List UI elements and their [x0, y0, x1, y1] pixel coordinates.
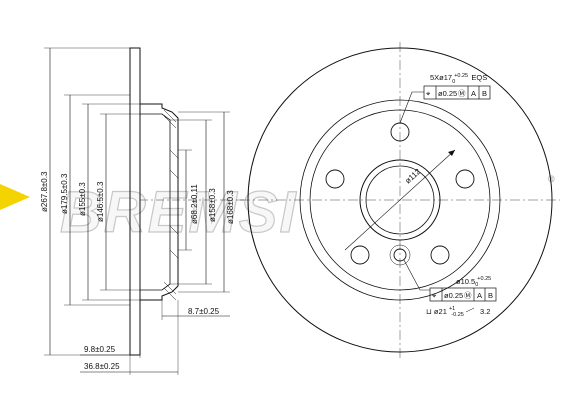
dim-diameter-146: ø146.5±0.3: [96, 181, 105, 222]
position-icon: ⌖: [432, 291, 437, 300]
side-view: [44, 47, 246, 375]
bolt-hole-icon: [350, 245, 370, 265]
bolt-holes: [325, 122, 475, 265]
bolt-hole-icon: [430, 245, 450, 265]
counterbore-note: ⊔ ø21 +1 -0.25 3.2: [426, 303, 490, 318]
dim-outer-diameter: ø267.8±0.3: [40, 171, 49, 212]
front-view: [240, 42, 560, 358]
counterbore-spec: ⊔ ø21: [426, 307, 447, 316]
position-icon: ⌖: [426, 89, 431, 98]
dim-diameter-168: ø168±0.3: [226, 190, 235, 224]
dim-total-height: 36.8±0.25: [84, 362, 120, 371]
mmc-icon: Ⓜ: [458, 89, 466, 98]
datum-b-bottom: B: [488, 291, 493, 300]
dim-disc-thickness: 9.8±0.25: [84, 345, 116, 354]
small-hole-note: ø10.5 +0.25 0: [456, 273, 493, 288]
dim-hub-depth: 8.7±0.25: [188, 307, 220, 316]
counterbore-icon: [389, 244, 411, 266]
svg-text:⊔ ø21 +1 -0.25: ⊔ ø21 +1 -0.25: [426, 303, 464, 318]
tolerance-frame-top: ⌖ ø0.25 Ⓜ A B: [423, 85, 491, 100]
counterbore-tol-lower: -0.25: [451, 312, 464, 318]
dim-diameter-158: ø158±0.3: [208, 188, 217, 222]
registered-mark: ®: [548, 174, 555, 184]
datum-a-bottom: A: [477, 291, 482, 300]
bolt-hole-spec: 5Xø17: [430, 73, 452, 82]
counterbore-depth: 3.2: [480, 307, 490, 316]
counterbore-tol-upper: +1: [449, 306, 455, 312]
mmc-icon: Ⓜ: [464, 291, 472, 300]
dim-diameter-155: ø155±0.3: [78, 182, 87, 216]
tol-value-bottom: ø0.25: [444, 291, 463, 300]
datum-a-top: A: [471, 89, 476, 98]
brand-arrow-icon: [0, 184, 30, 210]
svg-text:ø10.5 +0.25 0: ø10.5 +0.25 0: [456, 273, 493, 288]
datum-b-top: B: [482, 89, 487, 98]
dim-pcd: ø112: [403, 167, 423, 186]
tolerance-frame-bottom: ⌖ ø0.25 Ⓜ A B: [429, 287, 497, 302]
dim-diameter-179: ø179.5±0.3: [60, 173, 69, 214]
small-hole-tol-upper: +0.25: [477, 276, 491, 282]
small-hole-icon: [393, 248, 407, 262]
side-view-labels: ø267.8±0.3 ø179.5±0.3 ø155±0.3 ø146.5±0.…: [40, 171, 235, 371]
bolt-hole-note: 5Xø17 +0.25 0 EQS: [430, 70, 487, 85]
small-hole-tol-lower: 0: [475, 282, 478, 288]
tol-value-top: ø0.25: [438, 89, 457, 98]
bolt-hole-tol-upper: +0.25: [454, 73, 468, 79]
dim-center-bore: ø68.2±0.11: [190, 184, 199, 224]
svg-text:5Xø17 +0.25 0: 5Xø17 +0.25 0 EQS: [430, 70, 487, 85]
small-hole-spec: ø10.5: [456, 277, 475, 286]
bolt-hole-icon: [455, 169, 475, 189]
bolt-hole-tol-lower: 0: [452, 79, 455, 85]
bolt-hole-eqs: EQS: [471, 73, 487, 82]
bolt-hole-icon: [325, 169, 345, 189]
